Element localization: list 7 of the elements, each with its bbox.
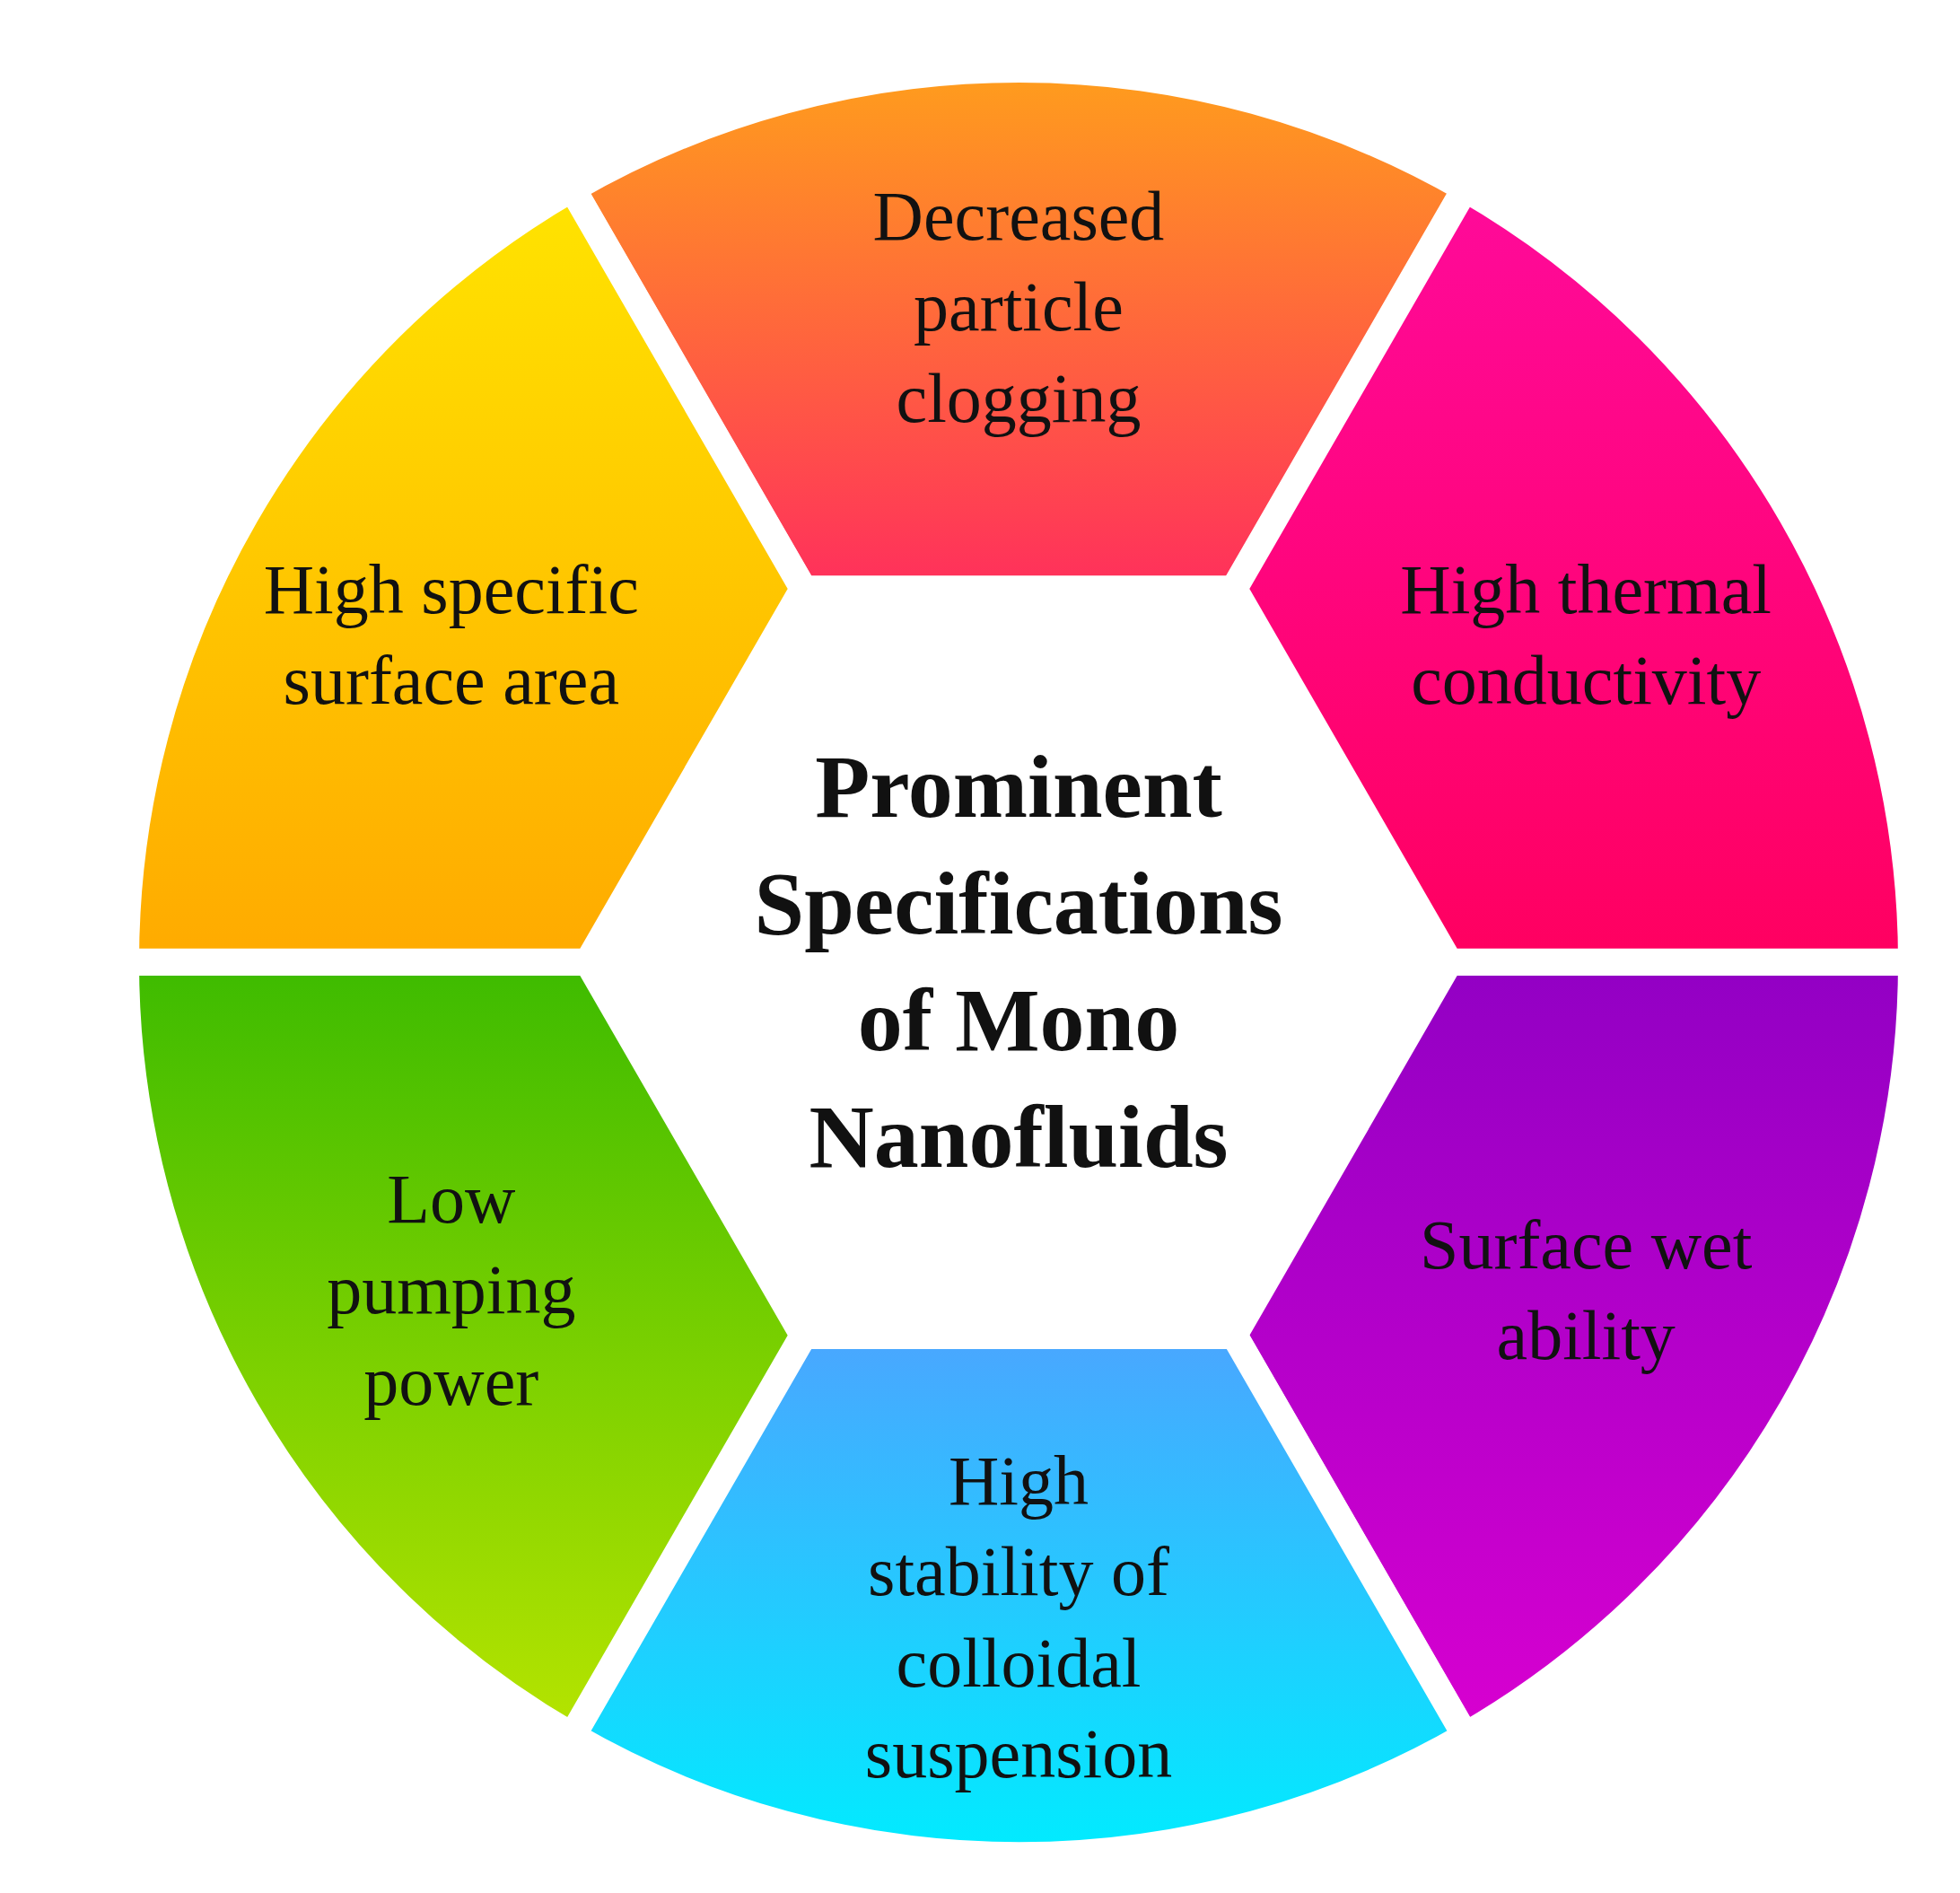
- segment-label: High thermal conductivity: [1399, 548, 1773, 721]
- center-title: Prominent Specifications of Mono Nanofluids: [753, 736, 1284, 1188]
- segment-label: Low pumping power: [326, 1158, 577, 1422]
- segment-label: High specific surface area: [262, 548, 640, 721]
- segment-label: High stability of colloidal suspension: [863, 1441, 1174, 1795]
- segment-label: Surface wet ability: [1419, 1204, 1754, 1376]
- segment-label: Decreased particle clogging: [871, 175, 1166, 439]
